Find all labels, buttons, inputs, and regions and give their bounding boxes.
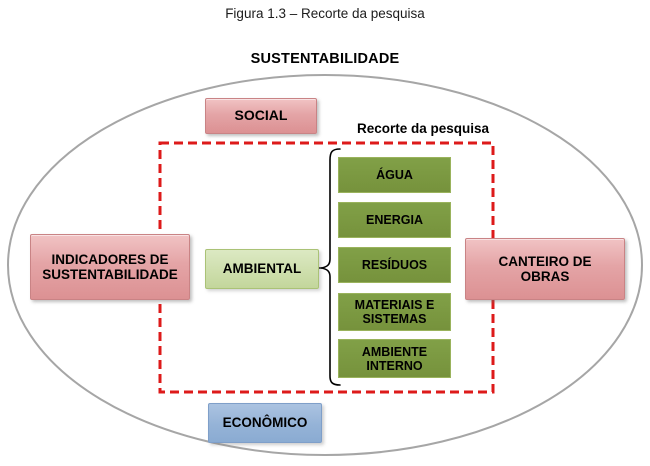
- item-residuos-label: RESÍDUOS: [361, 258, 428, 272]
- figure-caption: Figura 1.3 – Recorte da pesquisa: [225, 6, 425, 21]
- item-residuos: RESÍDUOS: [338, 247, 451, 283]
- node-social-label: SOCIAL: [234, 107, 288, 124]
- node-economico: ECONÔMICO: [208, 403, 322, 443]
- node-canteiro-de-obras: CANTEIRO DE OBRAS: [465, 238, 625, 300]
- item-ambiente-interno-label: AMBIENTE INTERNO: [361, 344, 428, 373]
- sustentabilidade-label: SUSTENTABILIDADE: [250, 51, 400, 67]
- node-ambiental-label: AMBIENTAL: [222, 261, 302, 277]
- node-ambiental: AMBIENTAL: [205, 249, 319, 289]
- item-energia: ENERGIA: [338, 202, 451, 238]
- node-indicadores-label: INDICADORES DE SUSTENTABILIDADE: [42, 251, 178, 282]
- item-ambiente-interno: AMBIENTE INTERNO: [338, 339, 451, 378]
- item-materiais-label: MATERIAIS E SISTEMAS: [354, 298, 435, 326]
- curly-brace: [320, 148, 341, 386]
- item-energia-label: ENERGIA: [366, 213, 423, 227]
- item-materiais-e-sistemas: MATERIAIS E SISTEMAS: [338, 293, 451, 331]
- node-social: SOCIAL: [205, 98, 317, 134]
- scope-label: Recorte da pesquisa: [356, 121, 490, 136]
- node-indicadores-de-sustentabilidade: INDICADORES DE SUSTENTABILIDADE: [30, 234, 190, 300]
- node-canteiro-label: CANTEIRO DE OBRAS: [498, 253, 592, 284]
- sustainability-ellipse: [7, 74, 643, 456]
- item-agua-label: ÁGUA: [376, 168, 413, 182]
- item-agua: ÁGUA: [338, 157, 451, 193]
- node-economico-label: ECONÔMICO: [222, 415, 308, 431]
